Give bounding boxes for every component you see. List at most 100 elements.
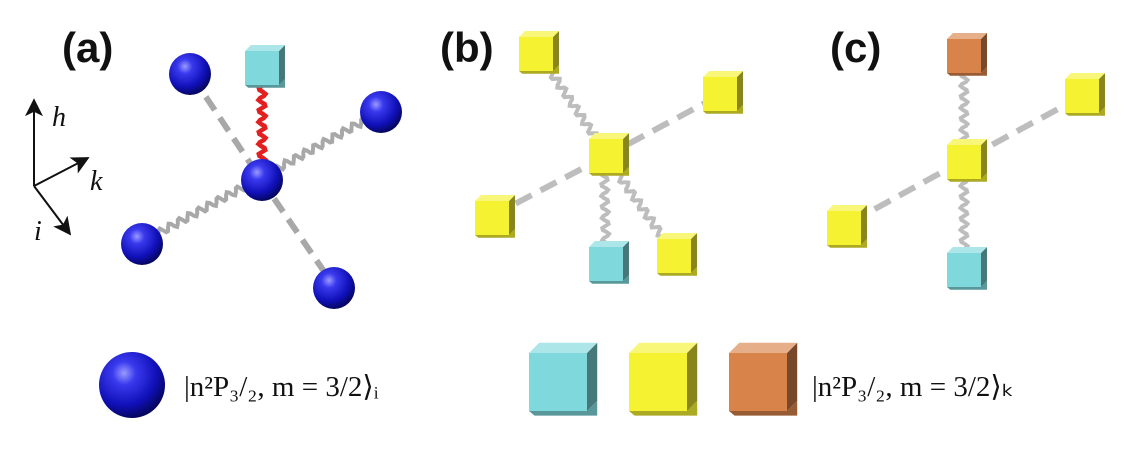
panel-b-label: (b) xyxy=(440,24,494,71)
cube-side-face xyxy=(623,241,629,281)
cube-top-face xyxy=(703,71,743,77)
wavy-bonds-c xyxy=(957,70,971,256)
cube-bottom-face xyxy=(475,229,515,238)
axes-triad: h k i xyxy=(25,98,103,247)
cube-front-face xyxy=(947,253,981,287)
cube-side-face xyxy=(687,342,698,411)
cube-top-face xyxy=(947,247,987,253)
legend-cube-yellow xyxy=(629,342,698,416)
cube-cyan xyxy=(245,45,285,88)
cube-yellow xyxy=(1065,73,1105,116)
cube-yellow xyxy=(657,233,697,276)
dashed-bond xyxy=(604,93,720,159)
cube-top-face xyxy=(529,342,598,353)
panel-c-label: (c) xyxy=(830,24,881,71)
cube-bottom-face xyxy=(245,79,285,88)
cube-front-face xyxy=(519,37,553,71)
wavy-bond xyxy=(957,70,971,152)
cube-bottom-face xyxy=(703,105,743,114)
cube-top-face xyxy=(589,241,629,247)
cube-bottom-face xyxy=(589,167,629,176)
dashed-bond xyxy=(189,74,263,180)
cube-top-face xyxy=(1065,73,1105,79)
cube-side-face xyxy=(861,205,867,245)
cube-top-face xyxy=(729,342,798,353)
cube-front-face xyxy=(589,247,623,281)
dashed-bond xyxy=(257,176,337,288)
axis-h-label: h xyxy=(52,102,66,133)
dashed-bonds-b xyxy=(490,93,720,219)
cube-side-face xyxy=(587,342,598,411)
sphere-atom xyxy=(169,53,211,95)
cube-bottom-face xyxy=(827,239,867,248)
cube-bottom-face xyxy=(589,275,629,284)
legend-cube-label: |n²P₃/₂, m = 3/2⟩ₖ xyxy=(812,371,1014,403)
cube-bottom-face xyxy=(947,67,987,76)
cube-bottom-face xyxy=(529,400,598,416)
cube-front-face xyxy=(1065,79,1099,113)
cube-bottom-face xyxy=(729,400,798,416)
cube-bottom-face xyxy=(629,400,698,416)
cube-side-face xyxy=(623,133,629,173)
dashed-bond xyxy=(490,153,608,219)
cube-top-face xyxy=(519,31,559,37)
wavy-bond xyxy=(259,110,383,183)
cube-bottom-face xyxy=(657,267,697,276)
dashed-bond xyxy=(962,93,1084,163)
cube-front-face xyxy=(947,145,981,179)
cube-front-face xyxy=(629,353,687,411)
legend-sphere xyxy=(99,352,165,418)
cube-top-face xyxy=(245,45,285,51)
cube-top-face xyxy=(947,33,987,39)
dashed-bonds-a xyxy=(189,74,337,288)
cube-top-face xyxy=(475,195,515,201)
cube-side-face xyxy=(737,71,743,111)
cube-front-face xyxy=(827,211,861,245)
cube-front-face xyxy=(947,39,981,73)
sphere-atom xyxy=(360,91,402,133)
cube-side-face xyxy=(691,233,697,273)
cube-front-face xyxy=(245,51,279,85)
cube-front-face xyxy=(529,353,587,411)
cube-bottom-face xyxy=(947,281,987,290)
cube-side-face xyxy=(509,195,515,235)
cube-bottom-face xyxy=(1065,107,1105,116)
cube-top-face xyxy=(589,133,629,139)
cube-side-face xyxy=(981,139,987,179)
cube-yellow xyxy=(827,205,867,248)
cube-top-face xyxy=(827,205,867,211)
cube-side-face xyxy=(981,33,987,73)
cube-side-face xyxy=(553,31,559,72)
panel-a-label: (a) xyxy=(62,24,113,71)
cube-side-face xyxy=(1099,73,1105,113)
legend: |n²P₃/₂, m = 3/2⟩ᵢ |n²P₃/₂, m = 3/2⟩ₖ xyxy=(99,342,1014,418)
cube-yellow xyxy=(703,71,743,114)
sphere-atom-center xyxy=(241,159,283,201)
cube-front-face xyxy=(703,77,737,111)
cube-front-face xyxy=(729,353,787,411)
cube-side-face xyxy=(981,247,987,287)
axis-i-arrow xyxy=(33,185,72,236)
cube-yellow-center xyxy=(589,133,629,176)
sphere-atom xyxy=(313,267,355,309)
cube-yellow xyxy=(519,31,559,74)
cube-front-face xyxy=(475,201,509,235)
cube-top-face xyxy=(629,342,698,353)
wavy-bond xyxy=(139,173,261,246)
cube-front-face xyxy=(657,239,691,273)
legend-cube-orange xyxy=(729,342,798,416)
legend-sphere-label: |n²P₃/₂, m = 3/2⟩ᵢ xyxy=(184,371,379,403)
axis-i-label: i xyxy=(34,216,42,247)
cube-side-face xyxy=(787,342,798,411)
panel-b: (b) xyxy=(440,24,743,284)
cube-bottom-face xyxy=(947,173,987,182)
panel-c: (c) xyxy=(827,24,1105,290)
axis-k-label: k xyxy=(90,166,103,197)
cube-yellow-center xyxy=(947,139,987,182)
cube-top-face xyxy=(657,233,697,239)
sphere-atom xyxy=(121,223,163,265)
cube-bottom-face xyxy=(519,65,559,74)
cube-top-face xyxy=(947,139,987,145)
cube-side-face xyxy=(279,45,285,85)
